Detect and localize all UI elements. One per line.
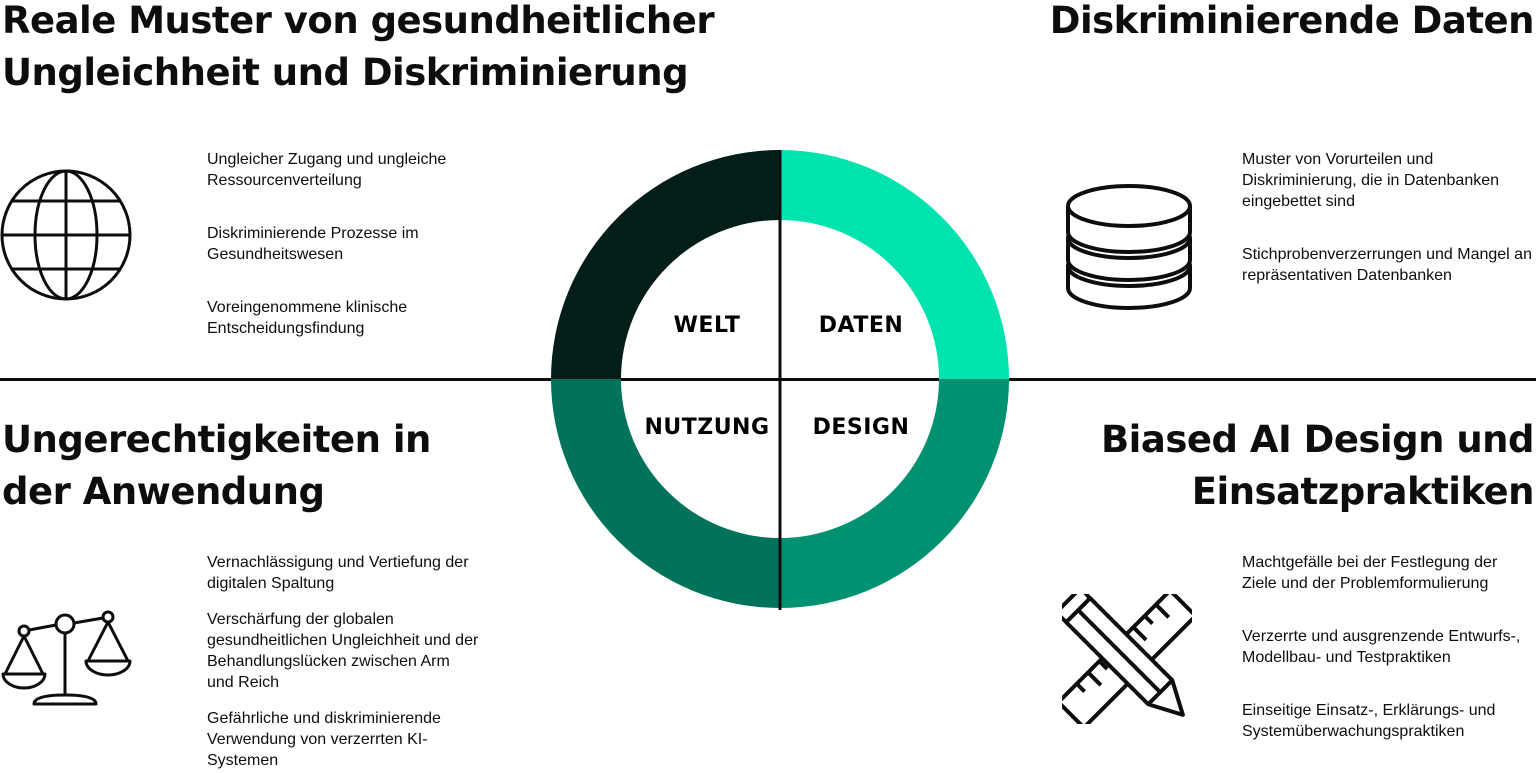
- ring-segment-nutzung: [551, 379, 780, 608]
- ring-segment-daten: [780, 150, 1009, 379]
- design-heading: Biased AI Design und Einsatzpraktiken: [1100, 414, 1535, 518]
- ring-label-welt: WELT: [674, 313, 741, 338]
- design-bullet: Machtgefälle bei der Festlegung der Ziel…: [1242, 554, 1498, 592]
- welt-bullet: Voreingenommene klinische Entscheidungsf…: [207, 299, 408, 337]
- welt-bullet: Ungleicher Zugang und ungleiche Ressourc…: [207, 151, 447, 189]
- design-bullet: Einseitige Einsatz-, Erklärungs- und Sys…: [1242, 702, 1496, 740]
- daten-bullet: Stichprobenverzerrungen und Mangel an re…: [1242, 246, 1532, 284]
- ruler-pencil-icon: [1062, 594, 1192, 724]
- nutzung-bullet: Vernachlässigung und Vertiefung der digi…: [207, 554, 469, 592]
- nutzung-bullet: Gefährliche und diskriminierende Verwend…: [207, 710, 441, 769]
- scales-icon: [1, 610, 132, 706]
- nutzung-heading-line-2: der Anwendung: [2, 470, 325, 513]
- design-heading-line-1: Biased AI Design und: [1100, 418, 1535, 461]
- globe-icon: [0, 169, 132, 301]
- welt-heading-line-1: Reale Muster von gesundheitlicher: [2, 0, 715, 42]
- ring-label-nutzung: NUTZUNG: [644, 415, 769, 440]
- horizontal-divider: [0, 378, 1536, 381]
- welt-bullet-list: Ungleicher Zugang und ungleiche Ressourc…: [207, 149, 497, 339]
- ring-label-daten: DATEN: [819, 313, 904, 338]
- ring-segment-welt: [551, 150, 780, 379]
- cycle-ring-diagram: WELT DATEN NUTZUNG DESIGN: [551, 150, 1009, 610]
- daten-bullet-list: Muster von Vorurteilen und Diskriminieru…: [1242, 149, 1534, 286]
- welt-bullet: Diskriminierende Prozesse im Gesundheits…: [207, 225, 419, 263]
- nutzung-heading: Ungerechtigkeiten in der Anwendung: [2, 414, 431, 518]
- daten-bullet: Muster von Vorurteilen und Diskriminieru…: [1242, 151, 1500, 210]
- nutzung-bullet: Verschärfung der globalen gesundheitlich…: [207, 611, 479, 691]
- ring-label-design: DESIGN: [813, 415, 910, 440]
- design-heading-line-2: Einsatzpraktiken: [1191, 470, 1535, 513]
- design-bullet: Verzerrte und ausgrenzende Entwurfs-, Mo…: [1242, 628, 1521, 666]
- design-bullet-list: Machtgefälle bei der Festlegung der Ziel…: [1242, 552, 1534, 742]
- ring-segment-design: [780, 379, 1009, 608]
- database-icon: [1066, 184, 1192, 310]
- nutzung-heading-line-1: Ungerechtigkeiten in: [2, 418, 431, 461]
- welt-heading: Reale Muster von gesundheitlicher Unglei…: [2, 0, 715, 99]
- daten-heading: Diskriminierende Daten: [1049, 0, 1535, 47]
- welt-heading-line-2: Ungleichheit und Diskriminierung: [2, 51, 689, 94]
- nutzung-bullet-list: Vernachlässigung und Vertiefung der digi…: [207, 552, 479, 771]
- daten-heading-line-1: Diskriminierende Daten: [1049, 0, 1535, 42]
